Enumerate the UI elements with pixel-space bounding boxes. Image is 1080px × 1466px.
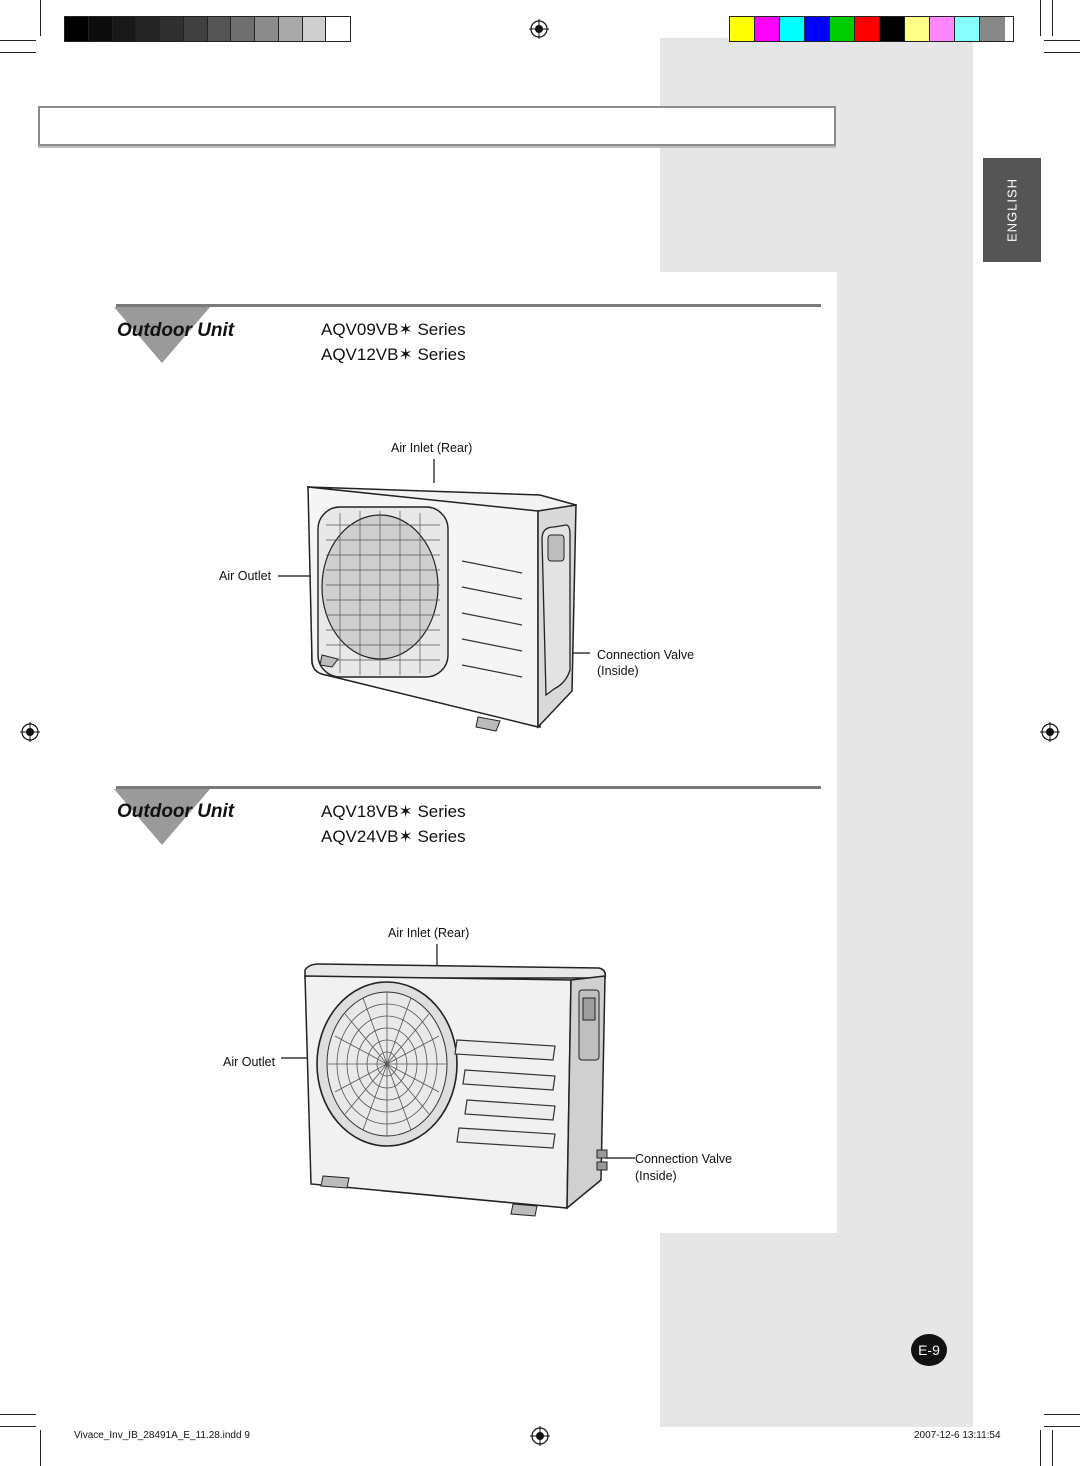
crop-mark: [0, 1426, 36, 1427]
footer-timestamp: 2007-12-6 13:11:54: [914, 1430, 1001, 1441]
gray-swatch: [88, 17, 113, 41]
footer-filename: Vivace_Inv_IB_28491A_E_11.28.indd 9: [74, 1430, 250, 1441]
section-divider: [116, 304, 821, 307]
registration-mark-icon: [1040, 722, 1060, 742]
color-swatch: [730, 17, 755, 41]
air-outlet-label: Air Outlet: [223, 1055, 276, 1069]
header-box: [38, 106, 836, 146]
language-label: ENGLISH: [1004, 177, 1020, 243]
color-swatch: [830, 17, 855, 41]
crop-mark: [40, 0, 41, 36]
section-marker-icon: [114, 307, 210, 363]
air-outlet-label: Air Outlet: [219, 569, 272, 583]
crop-mark: [1040, 1430, 1041, 1466]
outdoor-unit-large-illustration: [281, 944, 635, 1217]
outdoor-unit-small-illustration: [278, 459, 590, 732]
crop-mark: [0, 40, 36, 41]
section-title: Outdoor Unit: [117, 801, 235, 822]
gray-swatch: [231, 17, 255, 41]
color-swatch: [930, 17, 955, 41]
registration-mark-icon: [530, 1426, 550, 1446]
crop-mark: [1044, 1426, 1080, 1427]
registration-mark-icon: [20, 722, 40, 742]
page-number-badge: E-9: [911, 1334, 947, 1366]
section-title: Outdoor Unit: [117, 320, 235, 341]
section-divider: [116, 786, 821, 789]
crop-mark: [1052, 0, 1053, 36]
side-panel-upper: [660, 38, 973, 272]
color-swatch: [855, 17, 880, 41]
crop-mark: [1052, 1430, 1053, 1466]
gray-swatch: [65, 17, 89, 41]
air-inlet-label: Air Inlet (Rear): [391, 441, 473, 455]
model-series: AQV24VB✶ Series: [321, 827, 466, 846]
crop-mark: [1044, 40, 1080, 41]
color-swatch: [755, 17, 780, 41]
gray-swatch: [302, 17, 327, 41]
color-swatch: [955, 17, 980, 41]
color-swatch: [980, 17, 1005, 41]
gray-swatch: [183, 17, 208, 41]
grayscale-calibration-bar: [64, 16, 351, 42]
color-swatch: [805, 17, 830, 41]
crop-mark: [0, 52, 36, 53]
gray-swatch: [326, 17, 350, 41]
crop-mark: [1044, 1414, 1080, 1415]
gray-swatch: [255, 17, 279, 41]
connection-valve-sublabel: (Inside): [597, 664, 639, 678]
model-series: AQV09VB✶ Series: [321, 320, 466, 339]
gray-swatch: [278, 17, 303, 41]
connection-valve-label: Connection Valve: [635, 1152, 733, 1166]
color-swatch: [880, 17, 905, 41]
model-series: AQV12VB✶ Series: [321, 345, 466, 364]
color-swatch: [780, 17, 805, 41]
gray-swatch: [207, 17, 232, 41]
color-calibration-bar: [729, 16, 1014, 42]
gray-swatch: [136, 17, 160, 41]
gray-swatch: [112, 17, 137, 41]
crop-mark: [0, 1414, 36, 1415]
section-marker-icon: [114, 789, 210, 845]
language-tab: ENGLISH: [983, 158, 1041, 262]
model-series: AQV18VB✶ Series: [321, 802, 466, 821]
gray-swatch: [160, 17, 184, 41]
crop-mark: [1040, 0, 1041, 36]
air-inlet-label: Air Inlet (Rear): [388, 926, 470, 940]
side-panel-bottom: [660, 1233, 973, 1427]
crop-mark: [1044, 52, 1080, 53]
registration-mark-icon: [529, 19, 549, 39]
color-swatch: [905, 17, 930, 41]
connection-valve-label: Connection Valve: [597, 648, 695, 662]
connection-valve-sublabel: (Inside): [635, 1169, 677, 1183]
crop-mark: [40, 1430, 41, 1466]
